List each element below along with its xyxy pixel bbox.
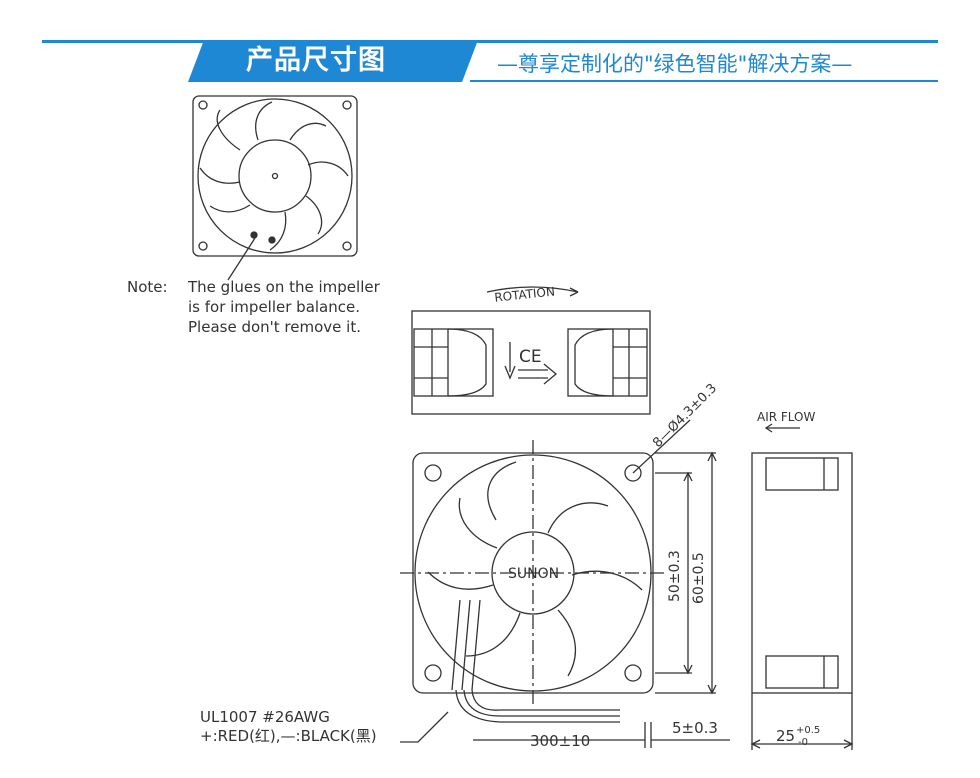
note-line-1: The glues on the impeller [187, 278, 381, 296]
side-profile-view [751, 423, 853, 694]
depth-tol-plus-label: +0.5 [796, 725, 820, 736]
brand-label: SUNON [508, 566, 559, 582]
header-top-rule [42, 40, 938, 43]
depth-value-label: 25 [776, 727, 795, 745]
note-line-2: is for impeller balance. [188, 298, 360, 316]
main-front-view [400, 419, 691, 723]
hole-spec-label: 8—Ø4.3±0.3 [650, 381, 720, 451]
rotation-label: ROTATION [494, 284, 556, 304]
air-flow-label: AIR FLOW [757, 410, 816, 424]
cable-length-label: 300±10 [530, 732, 590, 750]
dim-outer-label: 60±0.5 [691, 552, 707, 604]
cable-type-label: UL1007 #26AWG [200, 708, 330, 726]
dimension-lines [400, 451, 854, 750]
title-banner [188, 40, 478, 82]
cable-colors-label: +:RED(红),—:BLACK(黑) [200, 727, 377, 745]
note-line-3: Please don't remove it. [188, 318, 361, 336]
lead-strip-label: 5±0.3 [672, 719, 718, 737]
svg-text:CE: CE [519, 347, 542, 367]
page-subtitle: —尊享定制化的"绿色智能"解决方案— [497, 52, 853, 76]
note-label: Note: [127, 278, 168, 296]
side-strip-view [411, 286, 651, 415]
page-title: 产品尺寸图 [246, 45, 386, 76]
header-bottom-rule [470, 80, 938, 82]
small-front-view [192, 95, 358, 281]
depth-tol-minus-label: -0 [798, 737, 808, 748]
dim-inner-label: 50±0.3 [667, 550, 683, 602]
